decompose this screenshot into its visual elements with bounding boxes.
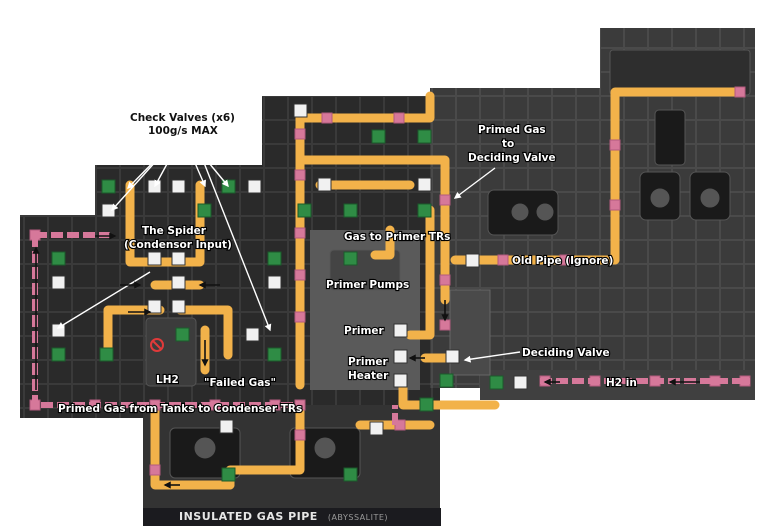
flow-arrows xyxy=(32,232,700,489)
label-spider: The Spider xyxy=(142,225,207,237)
label-primer-heater-1: Primer xyxy=(348,356,389,368)
no-power-icon xyxy=(150,338,164,352)
machinery xyxy=(169,49,751,479)
label-primed-gas-3: Deciding Valve xyxy=(468,152,556,164)
label-primer: Primer xyxy=(344,325,385,337)
gas-ports[interactable] xyxy=(51,103,528,482)
label-h2-in: H2 in xyxy=(606,377,637,389)
insulated-gas-pipes[interactable] xyxy=(103,87,745,490)
label-failed-gas: "Failed Gas" xyxy=(204,377,276,389)
gas-pipes[interactable] xyxy=(32,232,750,425)
label-check-valves-rate: 100g/s MAX xyxy=(148,125,218,137)
label-check-valves: Check Valves (x6) xyxy=(130,112,235,124)
hover-tooltip-banner: INSULATED GAS PIPE (ABYSSALITE) xyxy=(143,508,441,526)
label-deciding-valve: Deciding Valve xyxy=(522,347,610,359)
arrow-up-icon xyxy=(51,103,528,436)
annotation-labels: Check Valves (x6) 100g/s MAX The Spider … xyxy=(57,112,638,416)
arrow-down-icon xyxy=(51,129,504,482)
label-primer-heater-2: Heater xyxy=(348,370,389,382)
annotation-arrows xyxy=(56,139,521,363)
label-old-pipe: Old Pipe (Ignore) xyxy=(512,255,613,267)
label-primed-from-tanks: Primed Gas from Tanks to Condenser TRs xyxy=(58,403,302,415)
hover-title: INSULATED GAS PIPE xyxy=(179,510,318,523)
hover-material: (ABYSSALITE) xyxy=(327,513,389,522)
label-primer-pumps: Primer Pumps xyxy=(326,279,409,291)
label-primed-gas-1: Primed Gas xyxy=(478,124,546,136)
label-lh2: LH2 xyxy=(156,374,179,386)
label-spider-sub: (Condensor Input) xyxy=(124,239,232,251)
label-primed-gas-2: to xyxy=(502,138,514,150)
label-gas-to-primer: Gas to Primer TRs xyxy=(344,231,450,243)
